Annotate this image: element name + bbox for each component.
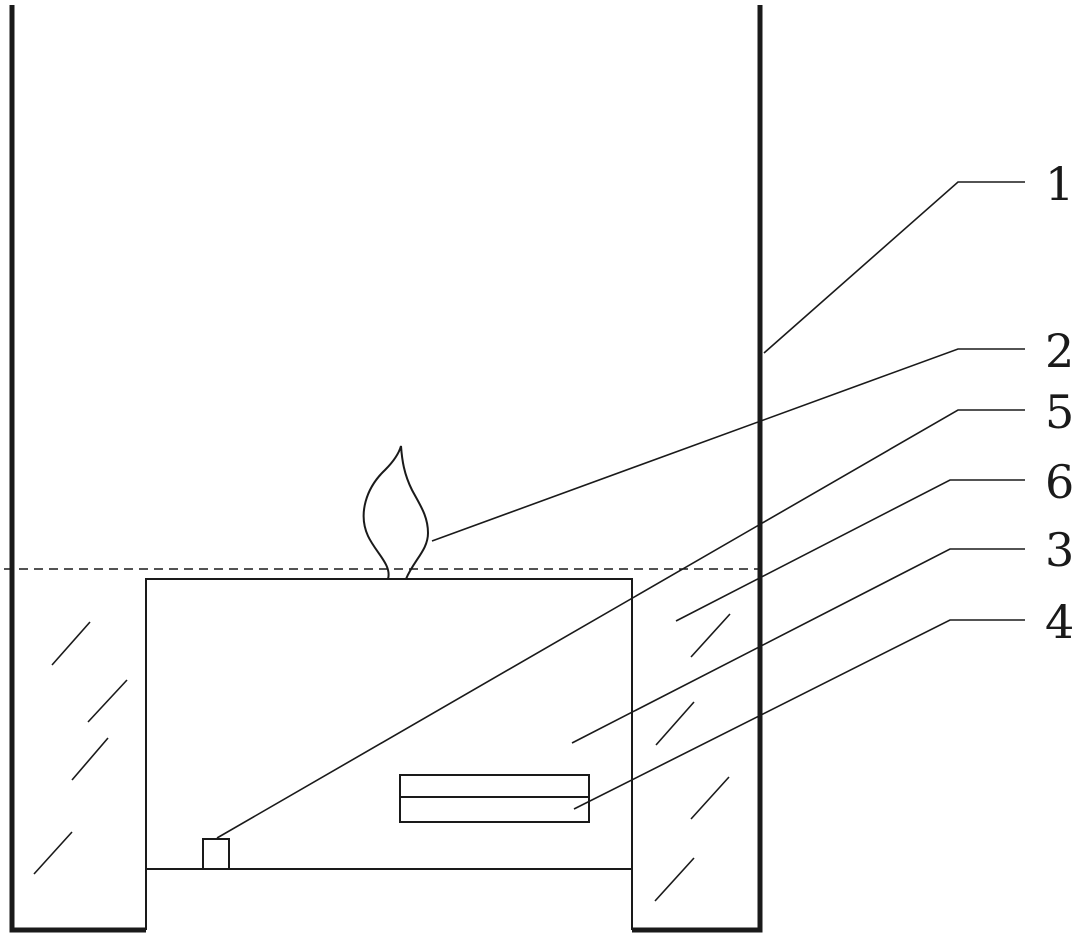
label-4: 4 [1045,595,1074,649]
plate [399,774,590,823]
leader-line-1 [763,181,1025,354]
sensor [202,838,230,870]
label-3: 3 [1045,523,1074,577]
leader-line-3 [571,548,1025,744]
label-6: 6 [1045,455,1074,509]
leader-line-5 [216,409,1025,839]
label-5: 5 [1045,385,1074,439]
inner-body [145,578,633,930]
leader-line-4 [573,619,1025,810]
label-2: 2 [1045,324,1074,378]
leader-line-2 [431,348,1025,542]
label-1: 1 [1045,157,1074,211]
container-wall [9,5,763,933]
leader-line-6 [675,479,1025,622]
flame [362,445,430,580]
hatch-marks [33,613,731,902]
